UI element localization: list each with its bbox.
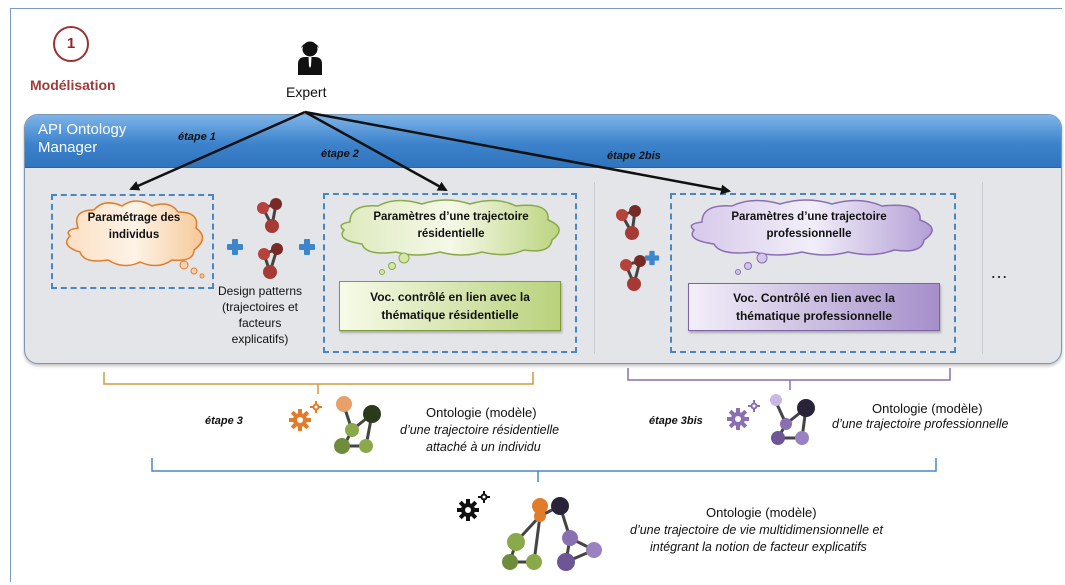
- onto-res-line2: attaché à un individu: [426, 440, 541, 454]
- etape-3-label: étape 3: [205, 415, 243, 427]
- onto-pro-line1: d’une trajectoire professionnelle: [832, 417, 1009, 431]
- gear-icon-purple: [727, 400, 760, 430]
- cloud-individus-text: Paramétrage des individus: [87, 212, 181, 241]
- panel-title: API Ontology Manager: [38, 121, 127, 156]
- cloud-professionnel: [690, 199, 933, 275]
- design-pattern-molecule-2: [258, 243, 283, 279]
- etape-2bis-label: étape 2bis: [607, 150, 661, 162]
- section-title: Modélisation: [30, 77, 116, 93]
- design-pattern-molecule-1: [257, 198, 282, 233]
- diagram-frame: [10, 8, 1062, 582]
- more-ellipsis: …: [990, 262, 1009, 282]
- separator-2: [982, 182, 983, 354]
- expert-person-icon: [298, 41, 322, 75]
- cloud-residentiel: [340, 199, 560, 275]
- pro-molecule-2: [620, 255, 646, 291]
- separator-1: [594, 182, 595, 354]
- gear-icon-black: [457, 491, 490, 521]
- step-number-badge: 1: [53, 26, 89, 62]
- plus-icon-pro: [644, 250, 660, 266]
- cloud-professionnel-text: Paramètres d’une trajectoire professionn…: [731, 211, 887, 240]
- onto-res-line1: d’une trajectoire résidentielle: [400, 423, 560, 437]
- ontology-multi-molecule: [502, 497, 602, 571]
- voc-professionnel-box: Voc. Contrôlé en lien avec la thématique…: [688, 283, 940, 331]
- expert-label: Expert: [286, 84, 327, 100]
- box-residentiel: [323, 193, 577, 353]
- box-professionnel: [670, 193, 956, 353]
- etape-1-label: étape 1: [178, 131, 216, 143]
- gear-icon-orange: [289, 401, 322, 431]
- etape-3bis-label: étape 3bis: [649, 415, 703, 427]
- plus-icon-right: [299, 239, 315, 255]
- voc-professionnel-text: Voc. Contrôlé en lien avec la thématique…: [733, 291, 895, 323]
- onto-res-title: Ontologie (modèle): [426, 405, 537, 420]
- ontology-residentiel-molecule: [334, 396, 381, 454]
- cloud-individus: [65, 200, 205, 279]
- pro-molecule-1: [616, 205, 641, 240]
- onto-multi-line1: d’une trajectoire de vie multidimensionn…: [630, 523, 883, 537]
- cloud-residentiel-text: Paramètres d’une trajectoire résidentiel…: [373, 211, 529, 240]
- etape-2-label: étape 2: [321, 148, 359, 160]
- onto-pro-title: Ontologie (modèle): [872, 401, 983, 416]
- box-individus: [51, 194, 214, 289]
- ontology-professionnel-molecule: [770, 394, 815, 445]
- voc-residentiel-box: Voc. contrôlé en lien avec la thématique…: [339, 281, 561, 331]
- onto-multi-title: Ontologie (modèle): [706, 505, 817, 520]
- voc-residentiel-text: Voc. contrôlé en lien avec la thématique…: [370, 290, 530, 322]
- plus-icon-left: [227, 239, 243, 255]
- design-patterns-label: Design patterns (trajectoires et facteur…: [217, 284, 303, 346]
- onto-multi-line2: intégrant la notion de facteur explicati…: [650, 540, 867, 554]
